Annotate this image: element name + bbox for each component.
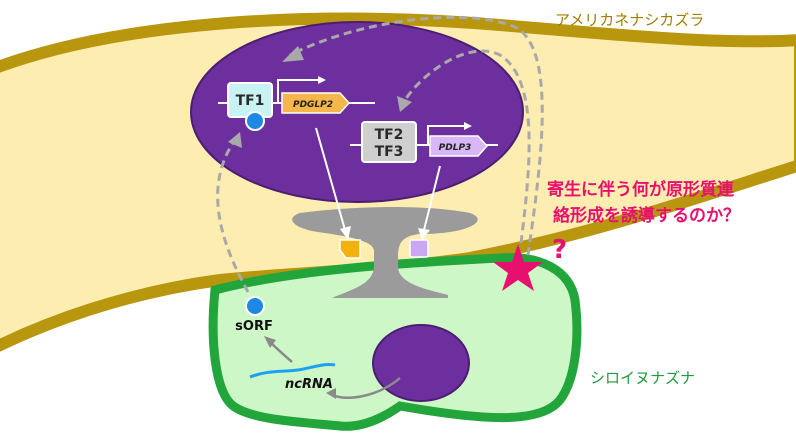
pdlp3-to-pd-arrowhead <box>418 228 430 240</box>
star-to-tf23-arrowhead <box>397 96 412 112</box>
gene2-promoter-arrowhead <box>464 122 472 130</box>
plasmodesma-connector <box>292 207 478 298</box>
sorf-peptide-dot <box>245 296 265 316</box>
gene1-promoter-arrow <box>277 79 318 103</box>
nucleus-to-ncrna-arrow <box>331 377 401 399</box>
tf3-label: TF3 <box>375 144 404 160</box>
question-line1: 寄生に伴う何が原形質連 <box>547 179 735 200</box>
pdglp2-to-pd-arrow <box>315 127 346 231</box>
parasite-plant-label: シロイヌナズナ <box>590 369 695 387</box>
pdlp3-label: PDLP3 <box>439 143 472 153</box>
pdglp2-to-pd-arrowhead <box>340 226 351 240</box>
nucleus-to-ncrna-arrowhead <box>326 388 336 399</box>
pdlp3-protein-marker <box>409 239 429 258</box>
question-mark: ? <box>552 235 567 265</box>
tf2-tf3-box <box>361 121 417 163</box>
question-line2: 絡形成を誘導するのか？ <box>553 205 740 226</box>
sorf-label: sORF <box>235 319 273 334</box>
ncrna-strand <box>249 363 336 379</box>
parasitism-signal-star <box>493 244 543 291</box>
parasite-nucleus <box>372 324 470 402</box>
sorf-to-tf1-arrowhead <box>228 132 242 148</box>
gene2-promoter-arrow <box>427 125 464 145</box>
ncrna-label: ncRNA <box>285 377 333 392</box>
star-to-tf1-arrowhead <box>282 46 304 62</box>
sorf-to-tf1-dashed-arrow <box>216 139 250 293</box>
gene1-promoter-arrowhead <box>318 76 326 84</box>
pdlp3-gene-box <box>429 135 489 157</box>
pdglp2-protein-marker <box>339 239 361 259</box>
tf1-sorf-peptide-dot <box>245 111 265 131</box>
pdglp2-gene-box <box>281 92 351 114</box>
host-plant-label: アメリカネナシカズラ <box>555 11 704 29</box>
tf1-label: TF1 <box>236 93 265 109</box>
pdlp3-to-pd-arrow <box>423 165 441 231</box>
ncrna-to-sorf-arrowhead <box>264 336 276 348</box>
tf2-label: TF2 <box>375 127 404 143</box>
pdglp2-label: PDGLP2 <box>293 100 333 110</box>
